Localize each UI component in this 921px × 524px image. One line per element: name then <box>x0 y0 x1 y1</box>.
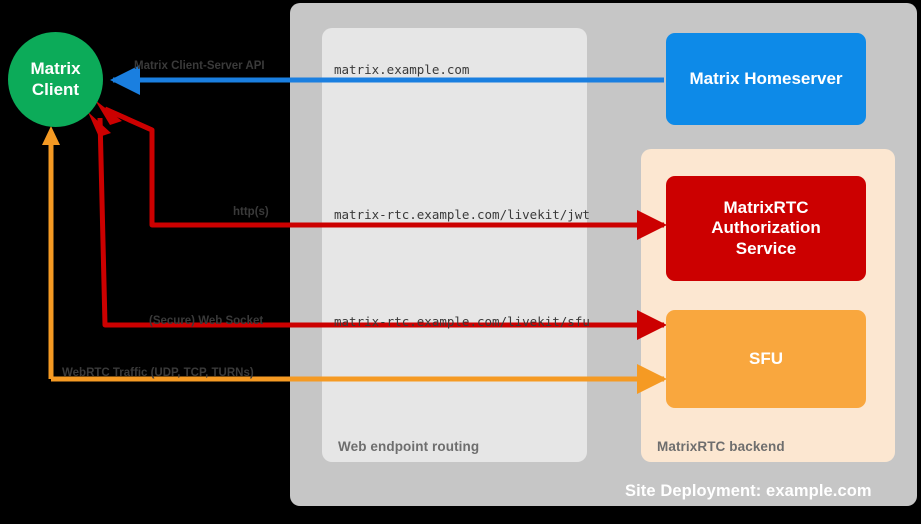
node-matrix-client-line1: Matrix <box>30 59 81 79</box>
edge-endpoint-livekit-jwt: matrix-rtc.example.com/livekit/jwt <box>334 207 590 222</box>
caption-site-deployment: Site Deployment: example.com <box>625 482 872 500</box>
node-sfu-label: SFU <box>749 348 783 368</box>
node-matrixrtc-authorization-service[interactable]: MatrixRTC Authorization Service <box>666 176 866 281</box>
node-auth-line2: Authorization <box>711 218 821 238</box>
edge-webrtc-traffic <box>42 126 667 394</box>
caption-web-endpoint-routing: Web endpoint routing <box>338 439 480 454</box>
edge-label-secure-web-socket: (Secure) Web Socket <box>149 315 264 327</box>
node-matrix-homeserver[interactable]: Matrix Homeserver <box>666 33 866 125</box>
edge-label-webrtc-traffic: WebRTC Traffic (UDP, TCP, TURNs) <box>62 367 254 379</box>
caption-matrixrtc-backend: MatrixRTC backend <box>657 439 785 454</box>
edge-endpoint-matrix-example-com: matrix.example.com <box>334 62 470 77</box>
panel-web-endpoint-routing <box>322 28 587 462</box>
edge-label-matrix-client-server-api: Matrix Client-Server API <box>134 60 265 72</box>
node-matrix-client[interactable]: Matrix Client <box>8 32 103 127</box>
edge-http-jwt <box>95 100 667 240</box>
node-sfu[interactable]: SFU <box>666 310 866 408</box>
node-auth-line1: MatrixRTC <box>723 198 809 218</box>
edge-endpoint-livekit-sfu: matrix-rtc.example.com/livekit/sfu <box>334 314 590 329</box>
edge-secure-web-socket <box>88 112 667 340</box>
node-auth-line3: Service <box>735 238 797 258</box>
node-matrix-homeserver-label: Matrix Homeserver <box>689 68 843 88</box>
node-matrix-client-line2: Client <box>31 79 80 99</box>
edge-label-https: http(s) <box>233 206 269 218</box>
